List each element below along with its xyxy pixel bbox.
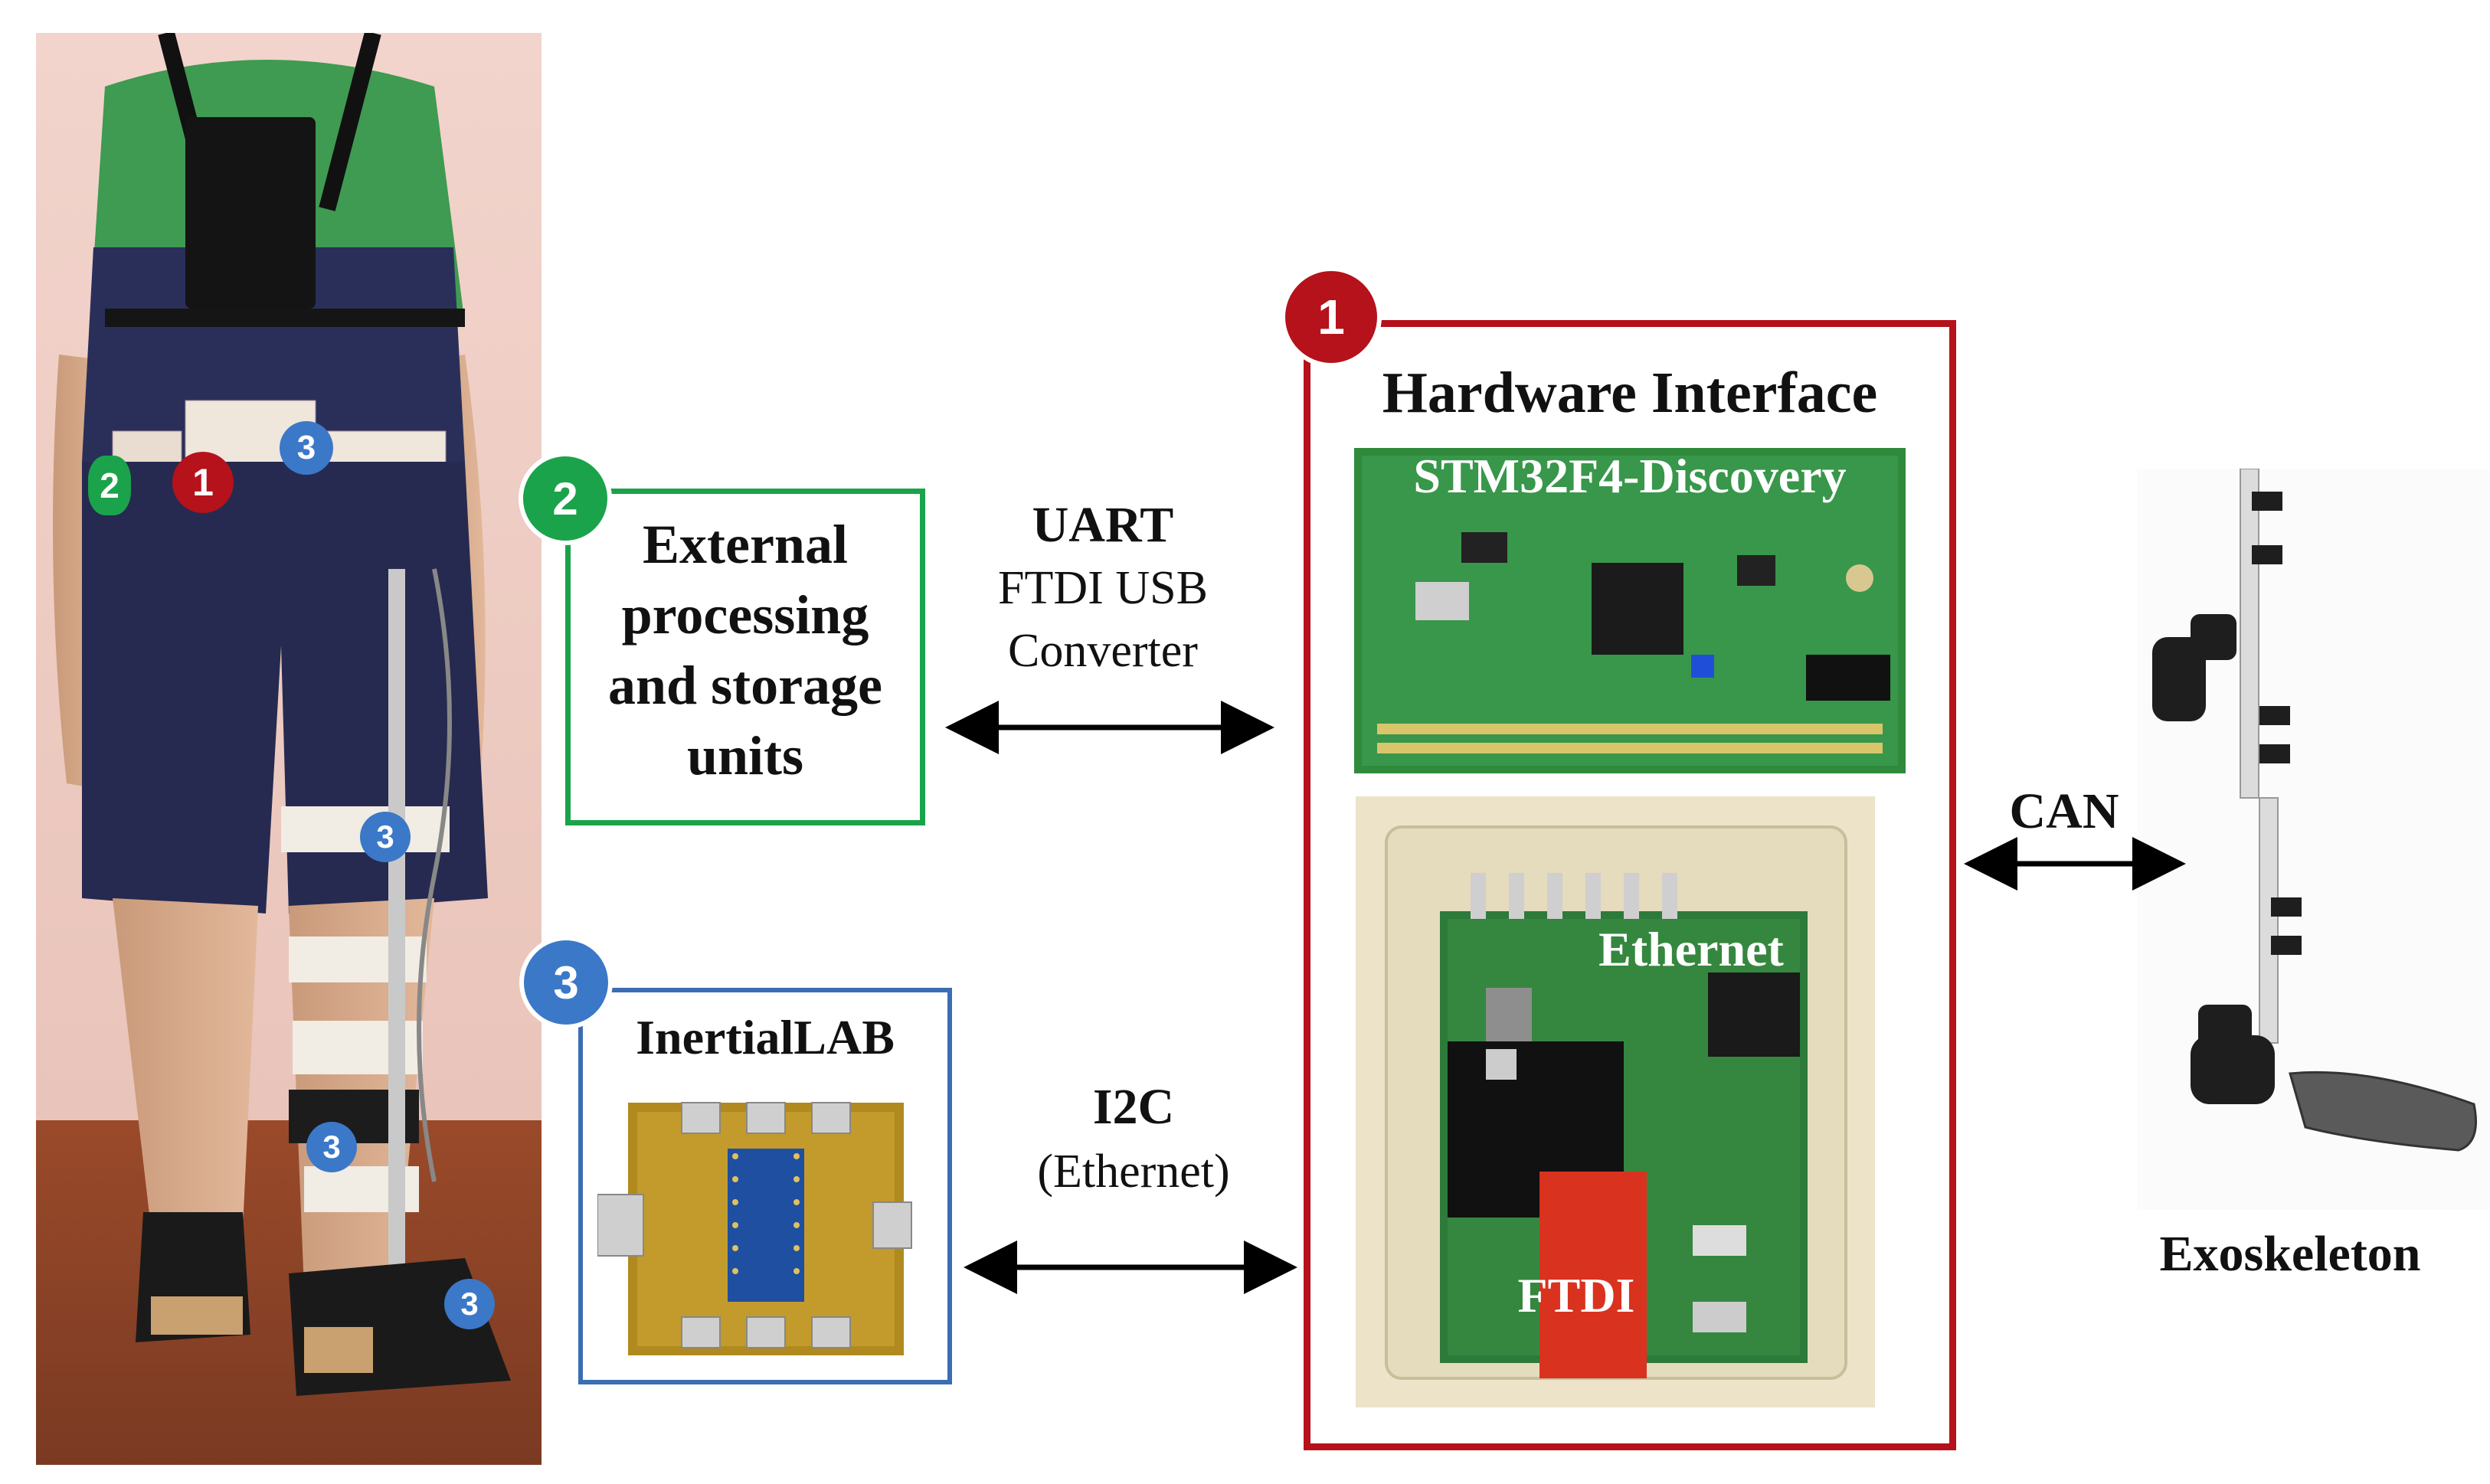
external-label-line-1: External	[643, 514, 848, 575]
inertial-lab-board-image	[597, 1087, 934, 1371]
hardware-badge: 1	[1281, 266, 1382, 368]
stm32-board-label: STM32F4-Discovery	[1413, 449, 1847, 503]
inertial-lab-box	[578, 988, 952, 1384]
uart-sub-2: Converter	[1008, 625, 1198, 677]
hardware-interface-title: Hardware Interface	[1382, 361, 1878, 425]
photo-badge-inertial-thigh: 3	[360, 812, 411, 862]
external-label-line-3: and storage	[608, 655, 882, 716]
photo-badge-hardware: 1	[172, 452, 234, 513]
photo-badge-inertial-belt: 3	[280, 421, 333, 475]
exoskeleton-image	[2137, 468, 2489, 1210]
hardware-enclosure-image	[1356, 796, 1875, 1407]
ethernet-label: Ethernet	[1598, 922, 1784, 976]
uart-title: UART	[1032, 497, 1174, 553]
stm32-board-image	[1354, 448, 1906, 773]
external-label-line-2: processing	[621, 584, 869, 646]
hardware-interface-box	[1304, 320, 1956, 1450]
can-title: CAN	[2009, 783, 2119, 839]
photo-badge-inertial-shank: 3	[306, 1122, 357, 1172]
external-badge: 2	[519, 452, 612, 545]
external-label-line-4: units	[686, 725, 804, 786]
external-processing-box	[565, 489, 925, 825]
i2c-title: I2C	[1092, 1079, 1175, 1135]
exoskeleton-label: Exoskeleton	[2159, 1226, 2421, 1282]
ftdi-label: FTDI	[1517, 1268, 1635, 1322]
photo-badge-external: 2	[88, 456, 131, 515]
photo-badge-inertial-foot: 3	[444, 1279, 495, 1329]
inertial-lab-title: InertialLAB	[636, 1010, 895, 1064]
inertial-badge: 3	[519, 936, 613, 1029]
i2c-sub: (Ethernet)	[1037, 1146, 1230, 1198]
uart-sub-1: FTDI USB	[998, 562, 1208, 614]
